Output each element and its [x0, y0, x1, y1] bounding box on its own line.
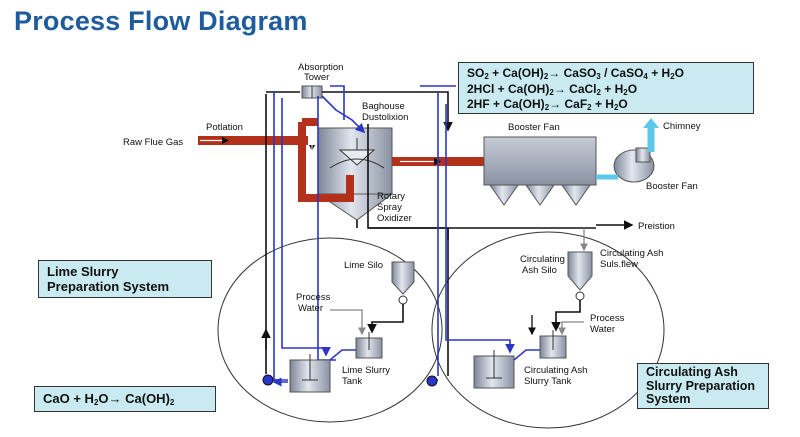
- cao-equation-box: CaO + H2O→ Ca(OH)2: [34, 386, 216, 412]
- flue-loop: [298, 122, 354, 202]
- label-absorption-tower-1: Absorption: [298, 62, 343, 73]
- label-rotary-2: Spray: [377, 202, 402, 213]
- label-process-water-right-1: Process: [590, 313, 625, 324]
- label-booster-fan-top: Booster Fan: [508, 122, 560, 133]
- ash-pump: [426, 375, 438, 387]
- label-lime-silo: Lime Silo: [344, 260, 383, 271]
- lime-silo: [367, 261, 415, 334]
- label-booster-fan-right: Booster Fan: [646, 181, 698, 192]
- absorption-tower: [301, 85, 323, 99]
- label-rotary-3: Oxidizer: [377, 213, 412, 224]
- label-process-water-left-1: Process: [296, 292, 331, 303]
- label-process-water-right-2: Water: [590, 324, 615, 335]
- black-flow-lines: [261, 91, 634, 376]
- label-circ-ash-silo-left-2: Ash Silo: [522, 265, 557, 276]
- equation-so2: SO2 + Ca(OH)2→ CaSO3 / CaSO4 + H2O: [467, 66, 685, 81]
- label-absorption-tower-2: Tower: [304, 72, 329, 83]
- label-baghouse-2: Dustolixion: [362, 112, 408, 123]
- lime-slurry-tank-large: [289, 354, 331, 393]
- label-chimney: Chimney: [663, 121, 701, 132]
- page-title: Process Flow Diagram: [14, 6, 308, 36]
- ash-slurry-circle: [431, 231, 665, 429]
- label-rotary-1: Rotary: [377, 191, 405, 202]
- lime-slurry-tank-small: [355, 332, 383, 359]
- equation-hf: 2HF + Ca(OH)2→ CaF2 + H2O: [467, 97, 628, 112]
- circulating-ash-slurry-box: Circulating Ash Slurry Preparation Syste…: [637, 363, 769, 409]
- ash-slurry-tank-small: [539, 330, 567, 359]
- circulating-ash-silo: [551, 251, 593, 332]
- process-water-right-line: [558, 321, 584, 336]
- lime-slurry-circle: [217, 237, 443, 423]
- label-circ-ash-slurry-tank-2: Slurry Tank: [524, 376, 572, 387]
- label-lime-slurry-tank-1: Lime Slurry: [342, 365, 390, 376]
- label-potlation: Potlation: [206, 122, 243, 133]
- label-raw-flue-gas: Raw Flue Gas: [123, 137, 183, 148]
- label-preistion: Preistion: [638, 221, 675, 232]
- label-process-water-left-2: Water: [298, 303, 323, 314]
- ash-slurry-tank-large: [473, 350, 515, 389]
- flue-gas-inlet: [198, 136, 308, 145]
- label-baghouse-1: Baghouse: [362, 101, 405, 112]
- flue-outlet: [392, 157, 486, 166]
- reaction-equations-box: SO2 + Ca(OH)2→ CaSO3 / CaSO4 + H2O 2HCl …: [458, 62, 754, 114]
- lime-slurry-preparation-box: Lime Slurry Preparation System: [38, 260, 212, 298]
- process-water-left-line: [330, 309, 366, 336]
- baghouse: [483, 136, 597, 206]
- label-circ-ash-slurry-tank-1: Circulating Ash: [524, 365, 587, 376]
- booster-fan: [613, 147, 655, 183]
- label-circ-ash-silo-left-1: Circulating: [520, 254, 565, 265]
- label-circ-ash-silo-right-2: Suls.flew: [600, 259, 638, 270]
- lime-pump: [262, 374, 274, 386]
- equation-hcl: 2HCl + Ca(OH)2→ CaCl2 + H2O: [467, 81, 638, 97]
- label-lime-slurry-tank-2: Tank: [342, 376, 362, 387]
- label-circ-ash-silo-right-1: Circulating Ash: [600, 248, 663, 259]
